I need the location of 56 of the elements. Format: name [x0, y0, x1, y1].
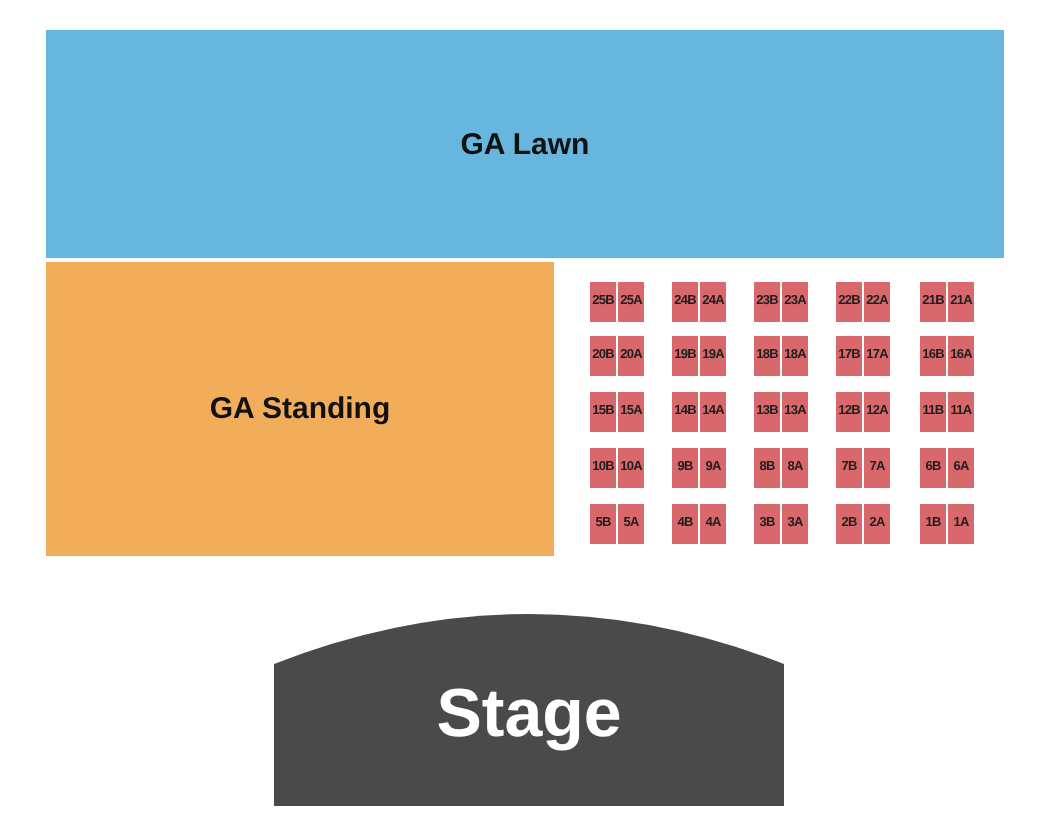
- seat: [836, 448, 862, 488]
- seat: [700, 392, 726, 432]
- seat: [864, 504, 890, 544]
- seat: [590, 504, 616, 544]
- seat: [920, 282, 946, 322]
- seat: [782, 282, 808, 322]
- seat: [782, 336, 808, 376]
- seat: [754, 504, 780, 544]
- seat: [864, 392, 890, 432]
- seat: [948, 392, 974, 432]
- seat: [618, 448, 644, 488]
- seat: [700, 448, 726, 488]
- seat: [754, 336, 780, 376]
- seat: [590, 282, 616, 322]
- seat: [864, 336, 890, 376]
- stage: [274, 614, 784, 806]
- seat: [836, 504, 862, 544]
- seat: [672, 392, 698, 432]
- seat: [754, 448, 780, 488]
- seat: [590, 336, 616, 376]
- seat: [590, 392, 616, 432]
- seat: [836, 336, 862, 376]
- seat: [672, 504, 698, 544]
- seat: [920, 392, 946, 432]
- seat: [754, 282, 780, 322]
- seat: [948, 504, 974, 544]
- seat: [864, 282, 890, 322]
- seat: [754, 392, 780, 432]
- seat: [836, 392, 862, 432]
- seat: [672, 336, 698, 376]
- seat: [672, 282, 698, 322]
- section-label: GA Standing: [209, 394, 391, 424]
- seat: [948, 282, 974, 322]
- seat: [782, 448, 808, 488]
- seat: [948, 448, 974, 488]
- seat: [700, 504, 726, 544]
- seat: [864, 448, 890, 488]
- seat: [700, 336, 726, 376]
- seat: [618, 392, 644, 432]
- standing-area: [46, 262, 554, 556]
- seat: [920, 336, 946, 376]
- seat: [700, 282, 726, 322]
- seat: [590, 448, 616, 488]
- seat: [836, 282, 862, 322]
- seat: [782, 392, 808, 432]
- seat: [618, 504, 644, 544]
- seat: [618, 282, 644, 322]
- section-label: GA Lawn: [460, 129, 590, 159]
- seat: [782, 504, 808, 544]
- seat: [920, 504, 946, 544]
- seat: [672, 448, 698, 488]
- seat: [948, 336, 974, 376]
- seat: [618, 336, 644, 376]
- seat: [920, 448, 946, 488]
- lawn-area: [46, 30, 1004, 258]
- stage-label: Stage: [436, 680, 622, 748]
